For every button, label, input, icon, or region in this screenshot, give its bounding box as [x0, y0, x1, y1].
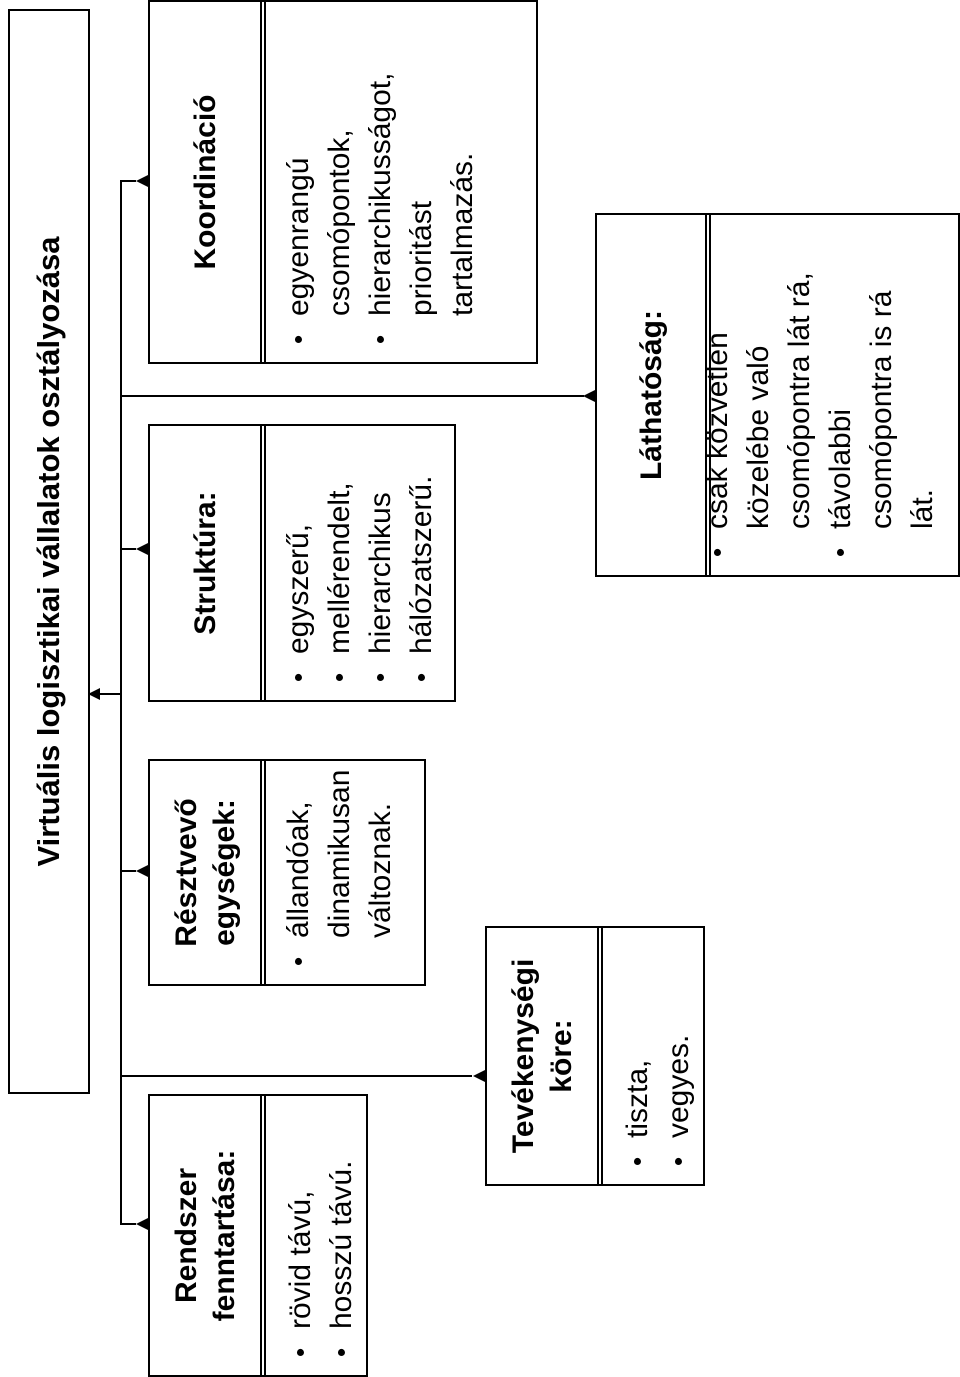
list-item-line: csomópontra lát rá, [783, 272, 816, 529]
category-box-resztvevo: Résztvevőegységek:állandóak,dinamikusanv… [148, 759, 426, 986]
connector-drop-koordinacio [120, 180, 136, 182]
title-box: Virtuális logisztikai vállalatok osztály… [8, 9, 90, 1094]
arrow-fenntartas [136, 1218, 148, 1230]
list-item: vegyes. [658, 928, 699, 1166]
list-item-line: csak közvetlen [701, 332, 734, 529]
category-header-line: Rendszer [170, 1167, 203, 1304]
list-item-line: egyenrangú [282, 157, 315, 316]
connector-drop-fenntartas [120, 1223, 136, 1225]
list-item: hálózatszerű. [401, 426, 442, 682]
header-divider [260, 761, 266, 984]
category-header-line: fenntartása: [208, 1149, 241, 1322]
category-header-line: Tevékenységi [507, 958, 540, 1154]
list-item-line: tiszta, [621, 1059, 654, 1138]
list-item-line: tartalmazás. [446, 152, 479, 316]
category-header-line: Struktúra: [189, 491, 222, 635]
header-divider [260, 1096, 266, 1375]
arrow-title [88, 688, 100, 700]
arrow-tevekenyseg [473, 1070, 485, 1082]
category-header-line: egységek: [208, 799, 241, 946]
category-items: egyszerű,mellérendelt,hierarchikushálóza… [278, 426, 442, 700]
connector-to-tevekenyseg [458, 1075, 472, 1077]
list-item: mellérendelt, [319, 426, 360, 682]
list-item-line: csomópontok, [323, 129, 356, 316]
list-item-line: állandóak, [282, 801, 315, 938]
list-item: hosszú távú. [321, 1096, 362, 1357]
list-item-line: távolabbi [824, 408, 857, 529]
list-item-line: dinamikusan [323, 769, 356, 938]
connector-bus-top [120, 181, 122, 1225]
connector-stub-title [100, 693, 120, 695]
list-item-line: változnak. [364, 802, 397, 938]
header-divider [597, 928, 603, 1184]
arrow-lathatosag [583, 390, 595, 402]
arrow-resztvevo [136, 865, 148, 877]
list-item-line: vegyes. [662, 1034, 695, 1138]
category-header-line: Koordináció [189, 94, 222, 270]
category-header-line: Résztvevő [170, 798, 203, 947]
list-item: tiszta, [617, 928, 658, 1166]
list-item-line: mellérendelt, [323, 482, 356, 654]
arrow-koordinacio [136, 175, 148, 187]
category-box-koordinacio: Koordináció egyenrangúcsomópontok,hierarc… [148, 0, 538, 364]
connector-branch-2 [120, 395, 580, 397]
header-divider [260, 2, 266, 362]
list-item-line: hierarchikus [364, 492, 397, 654]
arrow-struktura [136, 543, 148, 555]
category-header-line: köre: [545, 1019, 578, 1093]
list-item-line: rövid távú, [284, 1190, 317, 1329]
list-item: hierarchikus [360, 426, 401, 682]
list-item-line: csomópontra is rá [865, 290, 898, 529]
connector-branch-1 [120, 1075, 458, 1077]
list-item-line: prioritást [405, 200, 438, 316]
list-item: egyszerű, [278, 426, 319, 682]
connector-drop-struktura [120, 548, 136, 550]
category-items: egyenrangúcsomópontok,hierarchikusságot,… [278, 2, 483, 362]
category-items: rövid távú,hosszú távú. [280, 1096, 362, 1375]
category-header: Koordináció [150, 2, 262, 362]
category-header: Struktúra: [150, 426, 262, 700]
list-item-line: hálózatszerű. [405, 475, 438, 654]
list-item: rövid távú, [280, 1096, 321, 1357]
header-divider [260, 426, 266, 700]
category-box-struktura: Struktúra: egyszerű,mellérendelt,hierarch… [148, 424, 456, 702]
list-item-line: hierarchikusságot, [364, 72, 397, 316]
list-item-line: közelébe való [742, 345, 775, 529]
category-header: Láthatóság: [597, 215, 707, 575]
category-header-line: Láthatóság: [635, 310, 668, 481]
list-item-line: egyszerű, [282, 523, 315, 654]
connector-drop-resztvevo [120, 870, 136, 872]
category-items: tiszta,vegyes. [617, 928, 699, 1184]
diagram-title: Virtuális logisztikai vállalatok osztály… [31, 236, 66, 867]
list-item-line: lát. [906, 488, 939, 529]
list-item-line: hosszú távú. [325, 1160, 358, 1329]
